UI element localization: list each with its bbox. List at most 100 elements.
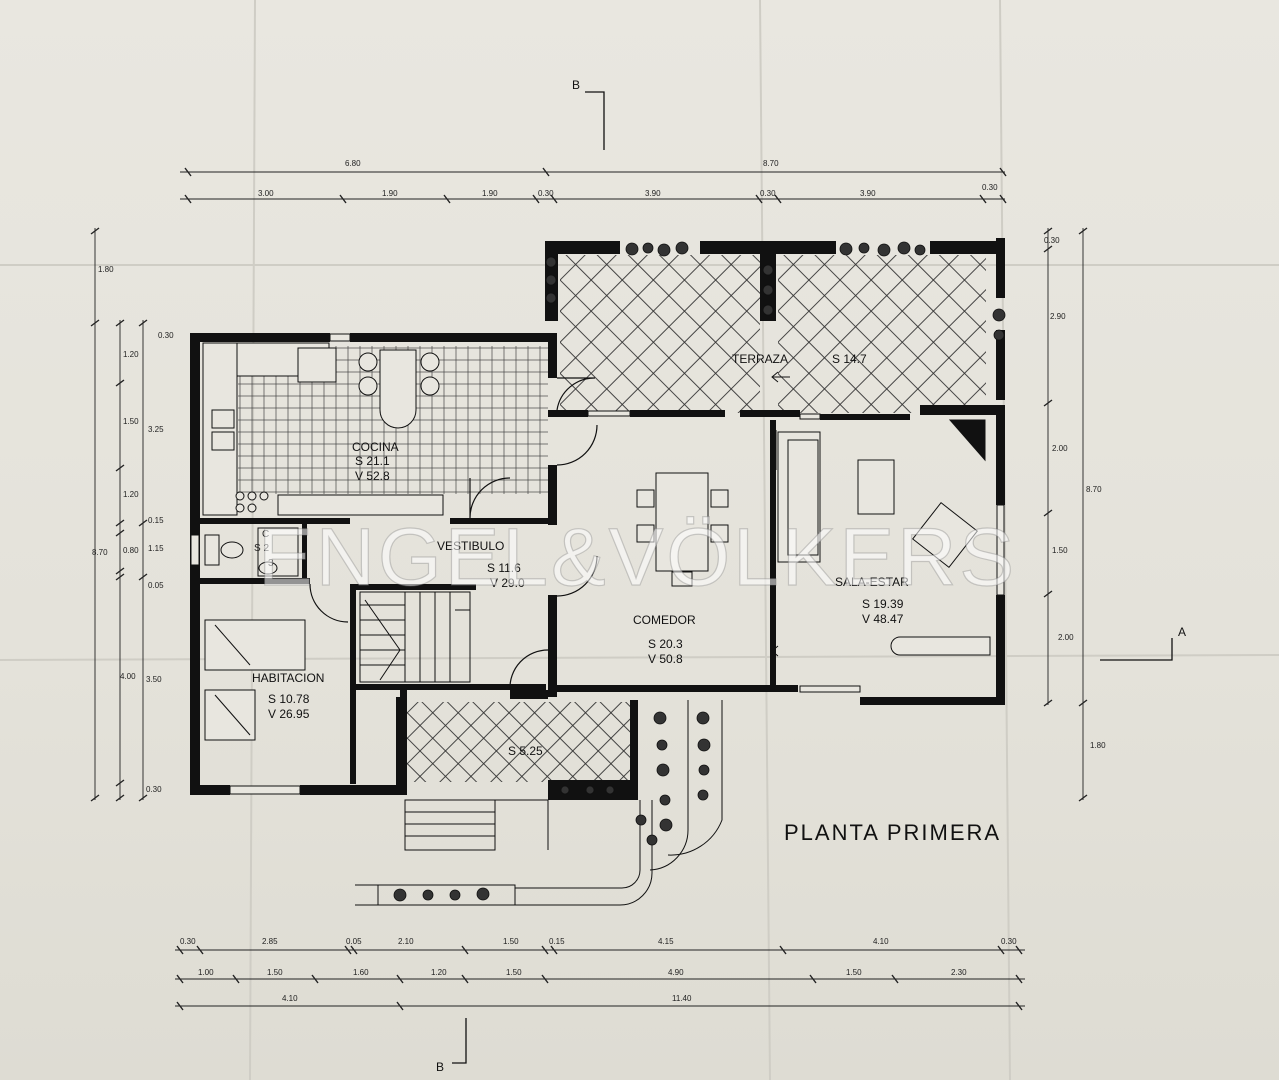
dim-bottom-8: 4.10	[873, 937, 889, 946]
dim-top-10: 0.30	[982, 183, 998, 192]
terrace-hatch-right	[778, 255, 986, 413]
room-name-terraza: TERRAZA	[732, 352, 788, 366]
section-mark-a	[1100, 638, 1173, 661]
dim-left-3: 0.30	[158, 331, 174, 340]
dim-right-7: 8.70	[1086, 485, 1102, 494]
dim-left-5: 1.50	[123, 417, 139, 426]
dim-top-4: 1.90	[382, 189, 398, 198]
room-area-bano: S 2	[254, 543, 269, 554]
top-dimension-lines	[180, 167, 1007, 204]
dim-bottom-1: 0.30	[180, 937, 196, 946]
dim-bottom-16: 1.50	[846, 968, 862, 977]
bottom-dimension-lines	[175, 945, 1025, 1011]
room-volume-bano: 3	[268, 558, 274, 569]
dim-top-3: 3.00	[258, 189, 274, 198]
dim-bottom-7: 4.15	[658, 937, 674, 946]
dim-bottom-15: 4.90	[668, 968, 684, 977]
dim-bottom-12: 1.60	[353, 968, 369, 977]
left-dimension-lines	[90, 227, 148, 802]
section-label-a: A	[1178, 625, 1186, 639]
dim-bottom-9: 0.30	[1001, 937, 1017, 946]
dim-left-13: 1.15	[148, 544, 164, 553]
dim-top-7: 3.90	[645, 189, 661, 198]
dim-bottom-4: 2.10	[398, 937, 414, 946]
dim-top-8: 0.30	[760, 189, 776, 198]
dim-top-5: 1.90	[482, 189, 498, 198]
dim-right-1: 0.30	[1044, 236, 1060, 245]
dim-left-7: 0.15	[148, 516, 164, 525]
windows	[190, 333, 1005, 795]
room-name-sala: SALA-ESTAR	[835, 575, 909, 589]
dim-top-1: 6.80	[345, 159, 361, 168]
room-area-terraza: S 14.7	[832, 352, 867, 366]
room-volume-habitacion: V 26.95	[268, 707, 310, 721]
dim-right-6: 1.80	[1090, 741, 1106, 750]
dim-left-11: 0.30	[146, 785, 162, 794]
dim-left-14: 3.50	[146, 675, 162, 684]
dim-bottom-13: 1.20	[431, 968, 447, 977]
dim-left-8: 0.80	[123, 546, 139, 555]
section-mark-b-bottom	[452, 1018, 467, 1064]
top-dimension-texts: 6.80 8.70 3.00 1.90 1.90 0.30 3.90 0.30 …	[258, 159, 998, 198]
room-name-comedor: COMEDOR	[633, 613, 696, 627]
room-volume-comedor: V 50.8	[648, 652, 683, 666]
room-area-comedor: S 20.3	[648, 637, 683, 651]
dim-bottom-17: 2.30	[951, 968, 967, 977]
right-dimension-texts: 0.30 2.90 2.00 1.50 2.00 1.80 8.70	[1044, 236, 1106, 750]
right-dimension-lines	[1043, 227, 1088, 802]
dining-furniture	[636, 472, 729, 587]
room-volume-sala: V 48.47	[862, 612, 904, 626]
dim-top-2: 8.70	[763, 159, 779, 168]
room-volume-cocina: V 52.8	[355, 469, 390, 483]
section-label-b-top: B	[572, 78, 580, 92]
section-label-b-bottom: B	[436, 1060, 444, 1074]
dim-right-3: 2.00	[1052, 444, 1068, 453]
dim-bottom-14: 1.50	[506, 968, 522, 977]
room-area-habitacion: S 10.78	[268, 692, 310, 706]
watermark-logo: ENGEL&VÖLKERS	[258, 512, 1017, 603]
living-furniture	[777, 419, 991, 656]
room-name-habitacion: HABITACION	[252, 671, 324, 685]
dim-left-1: 1.80	[98, 265, 114, 274]
dim-bottom-6: 0.15	[549, 937, 565, 946]
room-name-vestibulo: VESTIBULO	[437, 539, 504, 553]
bottom-dimension-texts: 0.30 2.85 0.05 2.10 1.50 0.15 4.15 4.10 …	[180, 937, 1017, 1003]
dim-left-10: 4.00	[120, 672, 136, 681]
section-mark-b-top	[585, 91, 605, 150]
room-area-porche: S 5.25	[508, 744, 543, 758]
dim-left-6: 1.20	[123, 490, 139, 499]
room-area-vestibulo: S 11.6	[487, 561, 521, 575]
dim-top-9: 3.90	[860, 189, 876, 198]
dim-right-2: 2.90	[1050, 312, 1066, 321]
dim-top-6: 0.30	[538, 189, 554, 198]
bedroom-furniture	[204, 619, 306, 741]
dim-bottom-18: 4.10	[282, 994, 298, 1003]
planters	[393, 241, 1006, 902]
room-volume-vestibulo: V 29.0	[490, 576, 525, 590]
room-name-bano: C	[262, 529, 269, 540]
dim-left-9: 0.05	[148, 581, 164, 590]
staircase	[359, 591, 471, 683]
bathroom-fixtures	[204, 527, 299, 577]
left-dimension-texts: 1.80 8.70 0.30 1.20 1.50 1.20 0.15 0.80 …	[92, 265, 174, 794]
plan-title: PLANTA PRIMERA	[784, 820, 1001, 845]
room-name-cocina: COCINA	[352, 440, 399, 454]
room-area-cocina: S 21.1	[355, 454, 390, 468]
kitchen-fixtures	[202, 342, 444, 516]
dim-left-12: 3.25	[148, 425, 164, 434]
dim-bottom-11: 1.50	[267, 968, 283, 977]
dim-bottom-5: 1.50	[503, 937, 519, 946]
dim-bottom-10: 1.00	[198, 968, 214, 977]
doors	[309, 377, 777, 691]
porch-hatch	[406, 702, 634, 782]
arrows	[771, 371, 790, 657]
terrace-hatch-left	[560, 255, 760, 413]
dim-right-4: 1.50	[1052, 546, 1068, 555]
dim-left-4: 1.20	[123, 350, 139, 359]
entry-steps	[355, 700, 723, 906]
dim-left-2: 8.70	[92, 548, 108, 557]
dim-bottom-3: 0.05	[346, 937, 362, 946]
room-labels: COCINA S 21.1 V 52.8 TERRAZA S 14.7 VEST…	[252, 352, 909, 758]
